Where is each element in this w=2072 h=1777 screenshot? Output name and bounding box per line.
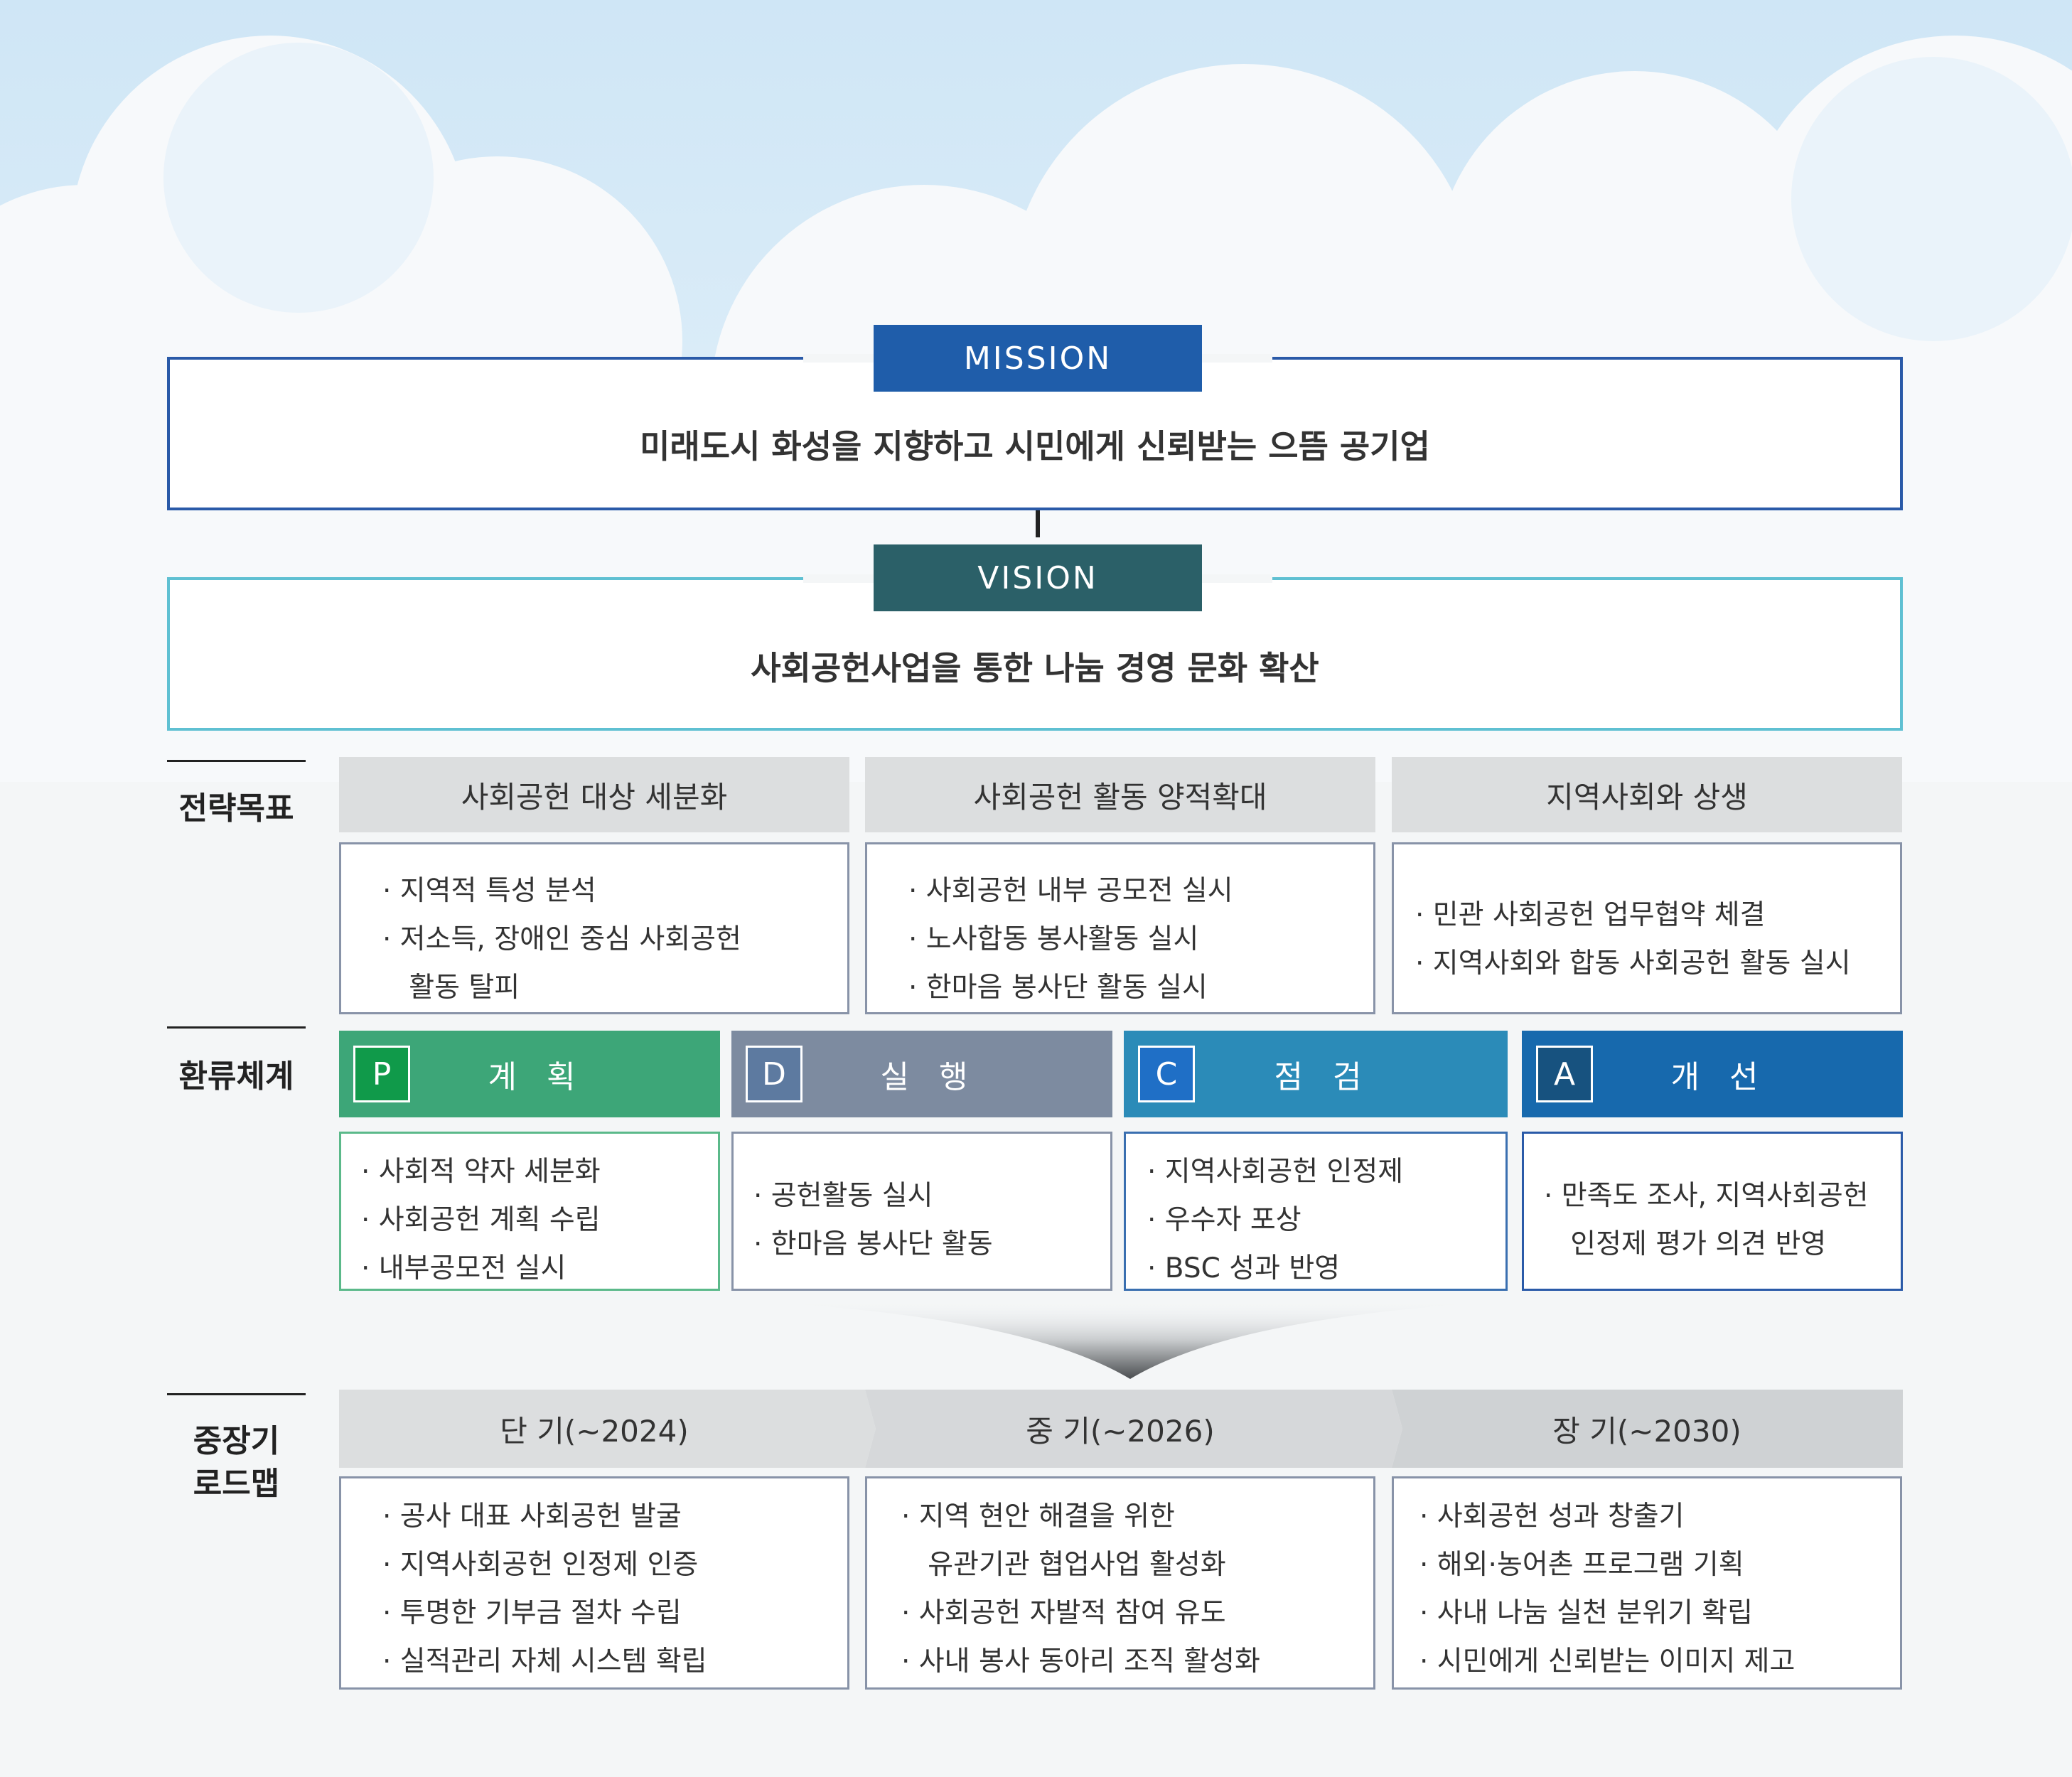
vision-statement: 사회공헌사업을 통한 나눔 경영 문화 확산 [751,649,1319,687]
roadmap-mid-list: · 지역 현안 해결을 위한 유관기관 협업사업 활성화 · 사회공헌 자발적 … [901,1493,1373,1686]
plan-list: · 사회적 약자 세분화 · 사회공헌 계획 수립 · 내부공모전 실시 [361,1148,718,1293]
roadmap-header-short: 단 기(~2024) [500,1413,689,1449]
mission-vision-connector [1036,510,1040,537]
phase-plan: P 계 획 [339,1031,720,1117]
vision-badge: VISION [874,544,1202,611]
goal-box-3: · 민관 사회공헌 업무협약 체결 · 지역사회와 합동 사회공헌 활동 실시 [1392,842,1902,1014]
phase-title-act: 개 선 [1670,1059,1768,1095]
roadmap-long-list: · 사회공헌 성과 창출기 · 해외·농어촌 프로그램 기획 · 사내 나눔 실… [1419,1493,1900,1686]
phase-do: D 실 행 [731,1031,1112,1117]
cycle-rule [167,1026,306,1029]
roadmap-box-mid: · 지역 현안 해결을 위한 유관기관 협업사업 활성화 · 사회공헌 자발적 … [865,1476,1375,1690]
funnel-arrow [739,1301,1521,1379]
list-item: · BSC 성과 반영 [1147,1252,1341,1284]
roadmap-short-list: · 공사 대표 사회공헌 발굴 · 지역사회공헌 인정제 인증 · 투명한 기부… [382,1493,847,1686]
list-item: · 지역적 특성 분석 [382,875,596,907]
phase-check: C 점 검 [1124,1031,1508,1117]
phase-box-check: · 지역사회공헌 인정제 · 우수자 포상 · BSC 성과 반영 [1124,1132,1508,1291]
goal-box-1: · 지역적 특성 분석 · 저소득, 장애인 중심 사회공헌 활동 탈피 [339,842,849,1014]
list-item: · 우수자 포상 [1147,1204,1301,1236]
list-item: · 공헌활동 실시 [753,1180,933,1212]
phase-box-act: · 만족도 조사, 지역사회공헌 인정제 평가 의견 반영 [1522,1132,1903,1291]
cycle-section-label: 환류체계 [178,1058,294,1095]
list-item: · 사내 나눔 실천 분위기 확립 [1419,1597,1754,1629]
phase-title-do: 실 행 [880,1059,978,1095]
roadmap-header-long: 장 기(~2030) [1552,1413,1741,1449]
phase-box-plan: · 사회적 약자 세분화 · 사회공헌 계획 수립 · 내부공모전 실시 [339,1132,720,1291]
list-item: · 시민에게 신뢰받는 이미지 제고 [1419,1646,1795,1677]
goal-1-list: · 지역적 특성 분석 · 저소득, 장애인 중심 사회공헌 활동 탈피 [382,867,847,1012]
act-list: · 만족도 조사, 지역사회공헌 인정제 평가 의견 반영 [1544,1172,1901,1269]
goal-header-1: 사회공헌 대상 세분화 [339,757,849,832]
goal-2-list: · 사회공헌 내부 공모전 실시 · 노사합동 봉사활동 실시 · 한마음 봉사… [908,867,1373,1012]
list-item: · 한마음 봉사단 활동 [753,1228,993,1260]
list-item: · 저소득, 장애인 중심 사회공헌 [382,923,741,955]
roadmap-box-long: · 사회공헌 성과 창출기 · 해외·농어촌 프로그램 기획 · 사내 나눔 실… [1392,1476,1902,1690]
roadmap-chevron-long [1392,1390,1903,1468]
list-item: · 지역사회와 합동 사회공헌 활동 실시 [1415,947,1851,979]
phase-title-plan: 계 획 [488,1059,586,1095]
list-item: · 한마음 봉사단 활동 실시 [908,972,1208,1004]
phase-letter-p: P [353,1046,410,1102]
list-item: · 지역사회공헌 인정제 인증 [382,1549,699,1581]
list-item: · 사회공헌 내부 공모전 실시 [908,875,1233,907]
do-list: · 공헌활동 실시 · 한마음 봉사단 활동 [753,1172,1110,1269]
phase-letter-c: C [1138,1046,1195,1102]
roadmap-section-label-1: 중장기 [193,1423,280,1459]
goal-header-2: 사회공헌 활동 양적확대 [865,757,1375,832]
list-item: · 실적관리 자체 시스템 확립 [382,1646,707,1677]
goals-section-label: 전략목표 [178,790,294,827]
goal-header-3: 지역사회와 상생 [1392,757,1902,832]
check-list: · 지역사회공헌 인정제 · 우수자 포상 · BSC 성과 반영 [1147,1148,1505,1293]
list-item: · 내부공모전 실시 [361,1252,567,1284]
list-item: · 해외·농어촌 프로그램 기획 [1419,1549,1744,1581]
phase-letter-a: A [1536,1046,1593,1102]
list-item: · 사회공헌 성과 창출기 [1419,1500,1685,1532]
mission-statement: 미래도시 화성을 지향하고 시민에게 신뢰받는 으뜸 공기업 [640,427,1430,466]
list-item: · 사회공헌 계획 수립 [361,1204,601,1236]
phase-title-check: 점 검 [1274,1059,1372,1095]
phase-box-do: · 공헌활동 실시 · 한마음 봉사단 활동 [731,1132,1112,1291]
roadmap-chevron-short [339,1390,876,1468]
list-item: · 공사 대표 사회공헌 발굴 [382,1500,682,1532]
list-item: · 만족도 조사, 지역사회공헌 [1544,1180,1869,1212]
list-item: 인정제 평가 의견 반영 [1544,1228,1827,1260]
mission-badge: MISSION [874,325,1202,392]
roadmap-chevron-mid [865,1390,1402,1468]
roadmap-section-label-2: 로드맵 [193,1466,280,1502]
list-item: · 지역 현안 해결을 위한 [901,1500,1175,1532]
phase-letter-d: D [746,1046,803,1102]
roadmap-box-short: · 공사 대표 사회공헌 발굴 · 지역사회공헌 인정제 인증 · 투명한 기부… [339,1476,849,1690]
roadmap-rule [167,1393,306,1395]
roadmap-header-mid: 중 기(~2026) [1026,1413,1215,1449]
list-item: · 사내 봉사 동아리 조직 활성화 [901,1646,1260,1677]
roadmap-chevrons [339,1390,1903,1468]
list-item: 활동 탈피 [382,972,520,1004]
mission-label: MISSION [963,340,1112,377]
goals-rule [167,760,306,762]
vision-label: VISION [977,559,1098,596]
list-item: · 지역사회공헌 인정제 [1147,1156,1404,1188]
phase-act: A 개 선 [1522,1031,1903,1117]
list-item: · 투명한 기부금 절차 수립 [382,1597,682,1629]
list-item: · 사회적 약자 세분화 [361,1156,601,1188]
goal-3-list: · 민관 사회공헌 업무협약 체결 · 지역사회와 합동 사회공헌 활동 실시 [1415,891,1900,988]
goal-box-2: · 사회공헌 내부 공모전 실시 · 노사합동 봉사활동 실시 · 한마음 봉사… [865,842,1375,1014]
list-item: · 노사합동 봉사활동 실시 [908,923,1199,955]
list-item: · 사회공헌 자발적 참여 유도 [901,1597,1226,1629]
list-item: · 민관 사회공헌 업무협약 체결 [1415,899,1766,931]
list-item: 유관기관 협업사업 활성화 [901,1549,1226,1581]
